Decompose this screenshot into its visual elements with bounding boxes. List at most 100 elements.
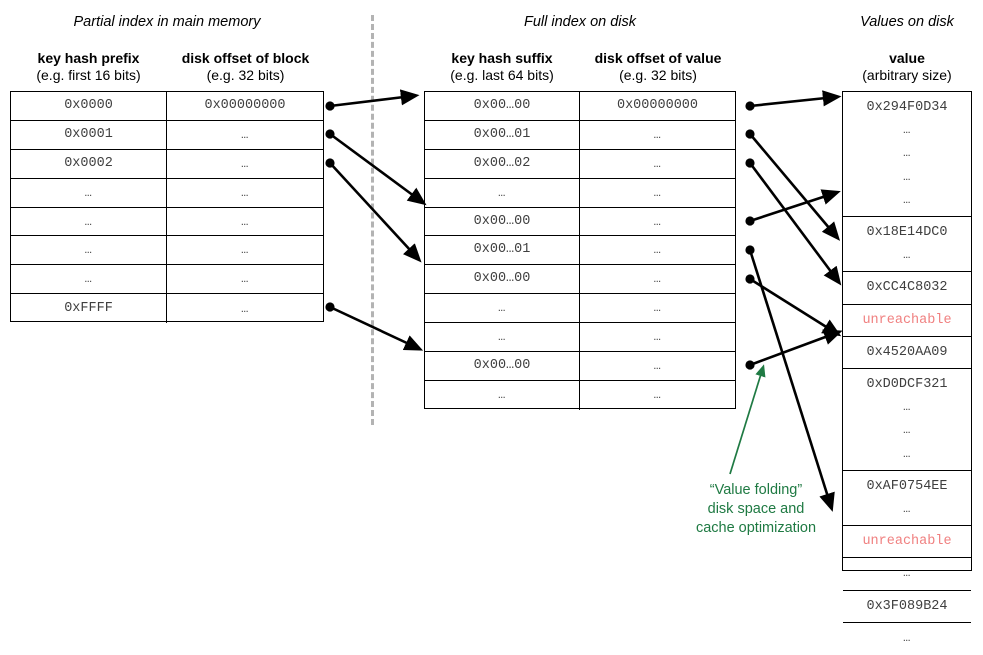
- table-row[interactable]: 0x00…01…: [425, 120, 735, 150]
- connector-dot: [325, 158, 335, 168]
- cell-line: 0x4520AA09: [866, 344, 948, 360]
- offset-cell: …: [167, 121, 323, 149]
- table-row[interactable]: 0x00…00…: [425, 265, 735, 295]
- cell-line: 0x00…00: [473, 97, 531, 113]
- cell-line: 0x3F089B24: [866, 598, 948, 614]
- table-row[interactable]: 0x00…00…: [425, 352, 735, 381]
- table-row[interactable]: ……: [11, 207, 323, 237]
- table-row[interactable]: …: [843, 558, 971, 591]
- header-key-hash-suffix-line2: (e.g. last 64 bits): [450, 67, 554, 83]
- value-folding-annotation-line2: disk space and: [707, 501, 805, 517]
- dots-full-index: [745, 101, 755, 370]
- header-value-line1: value: [889, 50, 925, 66]
- offset-cell: …: [167, 208, 323, 236]
- table-row[interactable]: ……: [425, 323, 735, 353]
- table-row[interactable]: unreachable: [843, 526, 971, 559]
- offset-cell: …: [167, 294, 323, 323]
- diagram-canvas: Partial index in main memory Full index …: [10, 14, 972, 645]
- table-row[interactable]: ……: [425, 380, 735, 410]
- connector-dot: [745, 245, 755, 255]
- offset-cell: …: [167, 265, 323, 293]
- cell-line: …: [498, 185, 506, 200]
- cell-line: 0xFFFF: [64, 300, 113, 316]
- table-row[interactable]: 0x00…02…: [425, 149, 735, 179]
- cell-line: 0x00000000: [204, 97, 286, 113]
- header-disk-offset-of-value-line2: (e.g. 32 bits): [619, 67, 697, 83]
- cell-line: …: [903, 423, 911, 438]
- cell-line: …: [653, 272, 662, 287]
- cell-line: 0xCC4C8032: [866, 280, 948, 296]
- table-row[interactable]: 0x0002…: [11, 149, 323, 179]
- table-row[interactable]: 0xFFFF …: [11, 294, 323, 324]
- connector-dot: [325, 129, 335, 139]
- table-row[interactable]: ……: [11, 236, 323, 266]
- connector-dot: [745, 158, 755, 168]
- table-row[interactable]: 0xCC4C8032: [843, 272, 971, 305]
- cell-line: …: [903, 400, 911, 415]
- table-row[interactable]: unreachable: [843, 305, 971, 337]
- header-disk-offset-of-value-line1: disk offset of value: [594, 50, 722, 66]
- table-row[interactable]: …: [843, 623, 971, 655]
- key-cell: 0x00…00: [425, 92, 580, 120]
- table-row[interactable]: 0xD0DCF321………: [843, 369, 971, 471]
- section-title-full-index: Full index on disk: [523, 14, 637, 30]
- cell-line: …: [498, 388, 506, 403]
- offset-cell: …: [167, 179, 323, 207]
- value-cell: 0xD0DCF321………: [843, 369, 971, 470]
- table-row[interactable]: 0x00…00 0x00000000: [425, 92, 735, 121]
- key-cell: …: [425, 294, 580, 323]
- cell-line: …: [241, 185, 249, 200]
- table-row[interactable]: ……: [11, 265, 323, 295]
- value-cell-unreachable: unreachable: [843, 526, 971, 557]
- cell-line: …: [903, 501, 911, 516]
- cell-line: 0x0000: [64, 97, 113, 113]
- cell-line: …: [84, 185, 93, 200]
- value-cell: 0x18E14DC0…: [843, 217, 971, 271]
- cell-line: 0x00000000: [616, 97, 698, 113]
- cell-line: …: [84, 243, 93, 258]
- cell-line: …: [903, 446, 911, 461]
- cell-line: …: [498, 301, 506, 316]
- table-row[interactable]: 0x294F0D34…………: [843, 92, 971, 217]
- cell-line: 0x0001: [64, 126, 113, 142]
- table-row[interactable]: 0x4520AA09: [843, 337, 971, 369]
- cell-line: …: [653, 301, 662, 316]
- table-row[interactable]: ……: [425, 178, 735, 208]
- offset-cell: …: [580, 294, 735, 322]
- header-key-hash-prefix: key hash prefix (e.g. first 16 bits): [10, 50, 167, 84]
- cell-line: …: [903, 631, 911, 646]
- key-cell: 0x00…01: [425, 120, 580, 149]
- table-row[interactable]: ……: [11, 178, 323, 208]
- value-cell-unreachable: unreachable: [843, 305, 971, 336]
- cell-line: …: [241, 156, 249, 171]
- table-row[interactable]: 0x00…01…: [425, 236, 735, 266]
- table-row[interactable]: ……: [425, 294, 735, 324]
- table-row[interactable]: 0x00…00…: [425, 207, 735, 237]
- key-cell: …: [11, 236, 167, 265]
- arrows-full-to-values: [748, 90, 843, 512]
- key-cell: …: [425, 323, 580, 352]
- value-folding-annotation-line1: “Value folding”: [709, 482, 803, 498]
- value-folding-annotation-line3: cache optimization: [695, 520, 817, 536]
- cell-line: 0x18E14DC0: [866, 224, 948, 240]
- offset-cell: …: [580, 352, 735, 380]
- offset-cell: 0x00000000: [167, 92, 323, 120]
- offset-cell: …: [580, 236, 735, 264]
- cell-line: unreachable: [862, 312, 952, 328]
- cell-line: …: [84, 272, 93, 287]
- key-cell: 0x00…00: [425, 207, 580, 236]
- table-row[interactable]: 0x0001 …: [11, 120, 323, 150]
- table-row[interactable]: 0x18E14DC0…: [843, 217, 971, 273]
- table-row[interactable]: 0xAF0754EE…: [843, 471, 971, 527]
- value-folding-annotation: “Value folding” disk space and cache opt…: [647, 481, 865, 538]
- key-cell: …: [11, 265, 167, 294]
- header-disk-offset-of-block-line2: (e.g. 32 bits): [206, 67, 285, 83]
- cell-line: …: [903, 566, 911, 581]
- cell-line: 0x00…00: [473, 213, 531, 229]
- cell-line: …: [241, 214, 249, 229]
- table-row[interactable]: 0x3F089B24: [843, 591, 971, 623]
- table-row[interactable]: 0x0000 0x00000000: [11, 92, 323, 121]
